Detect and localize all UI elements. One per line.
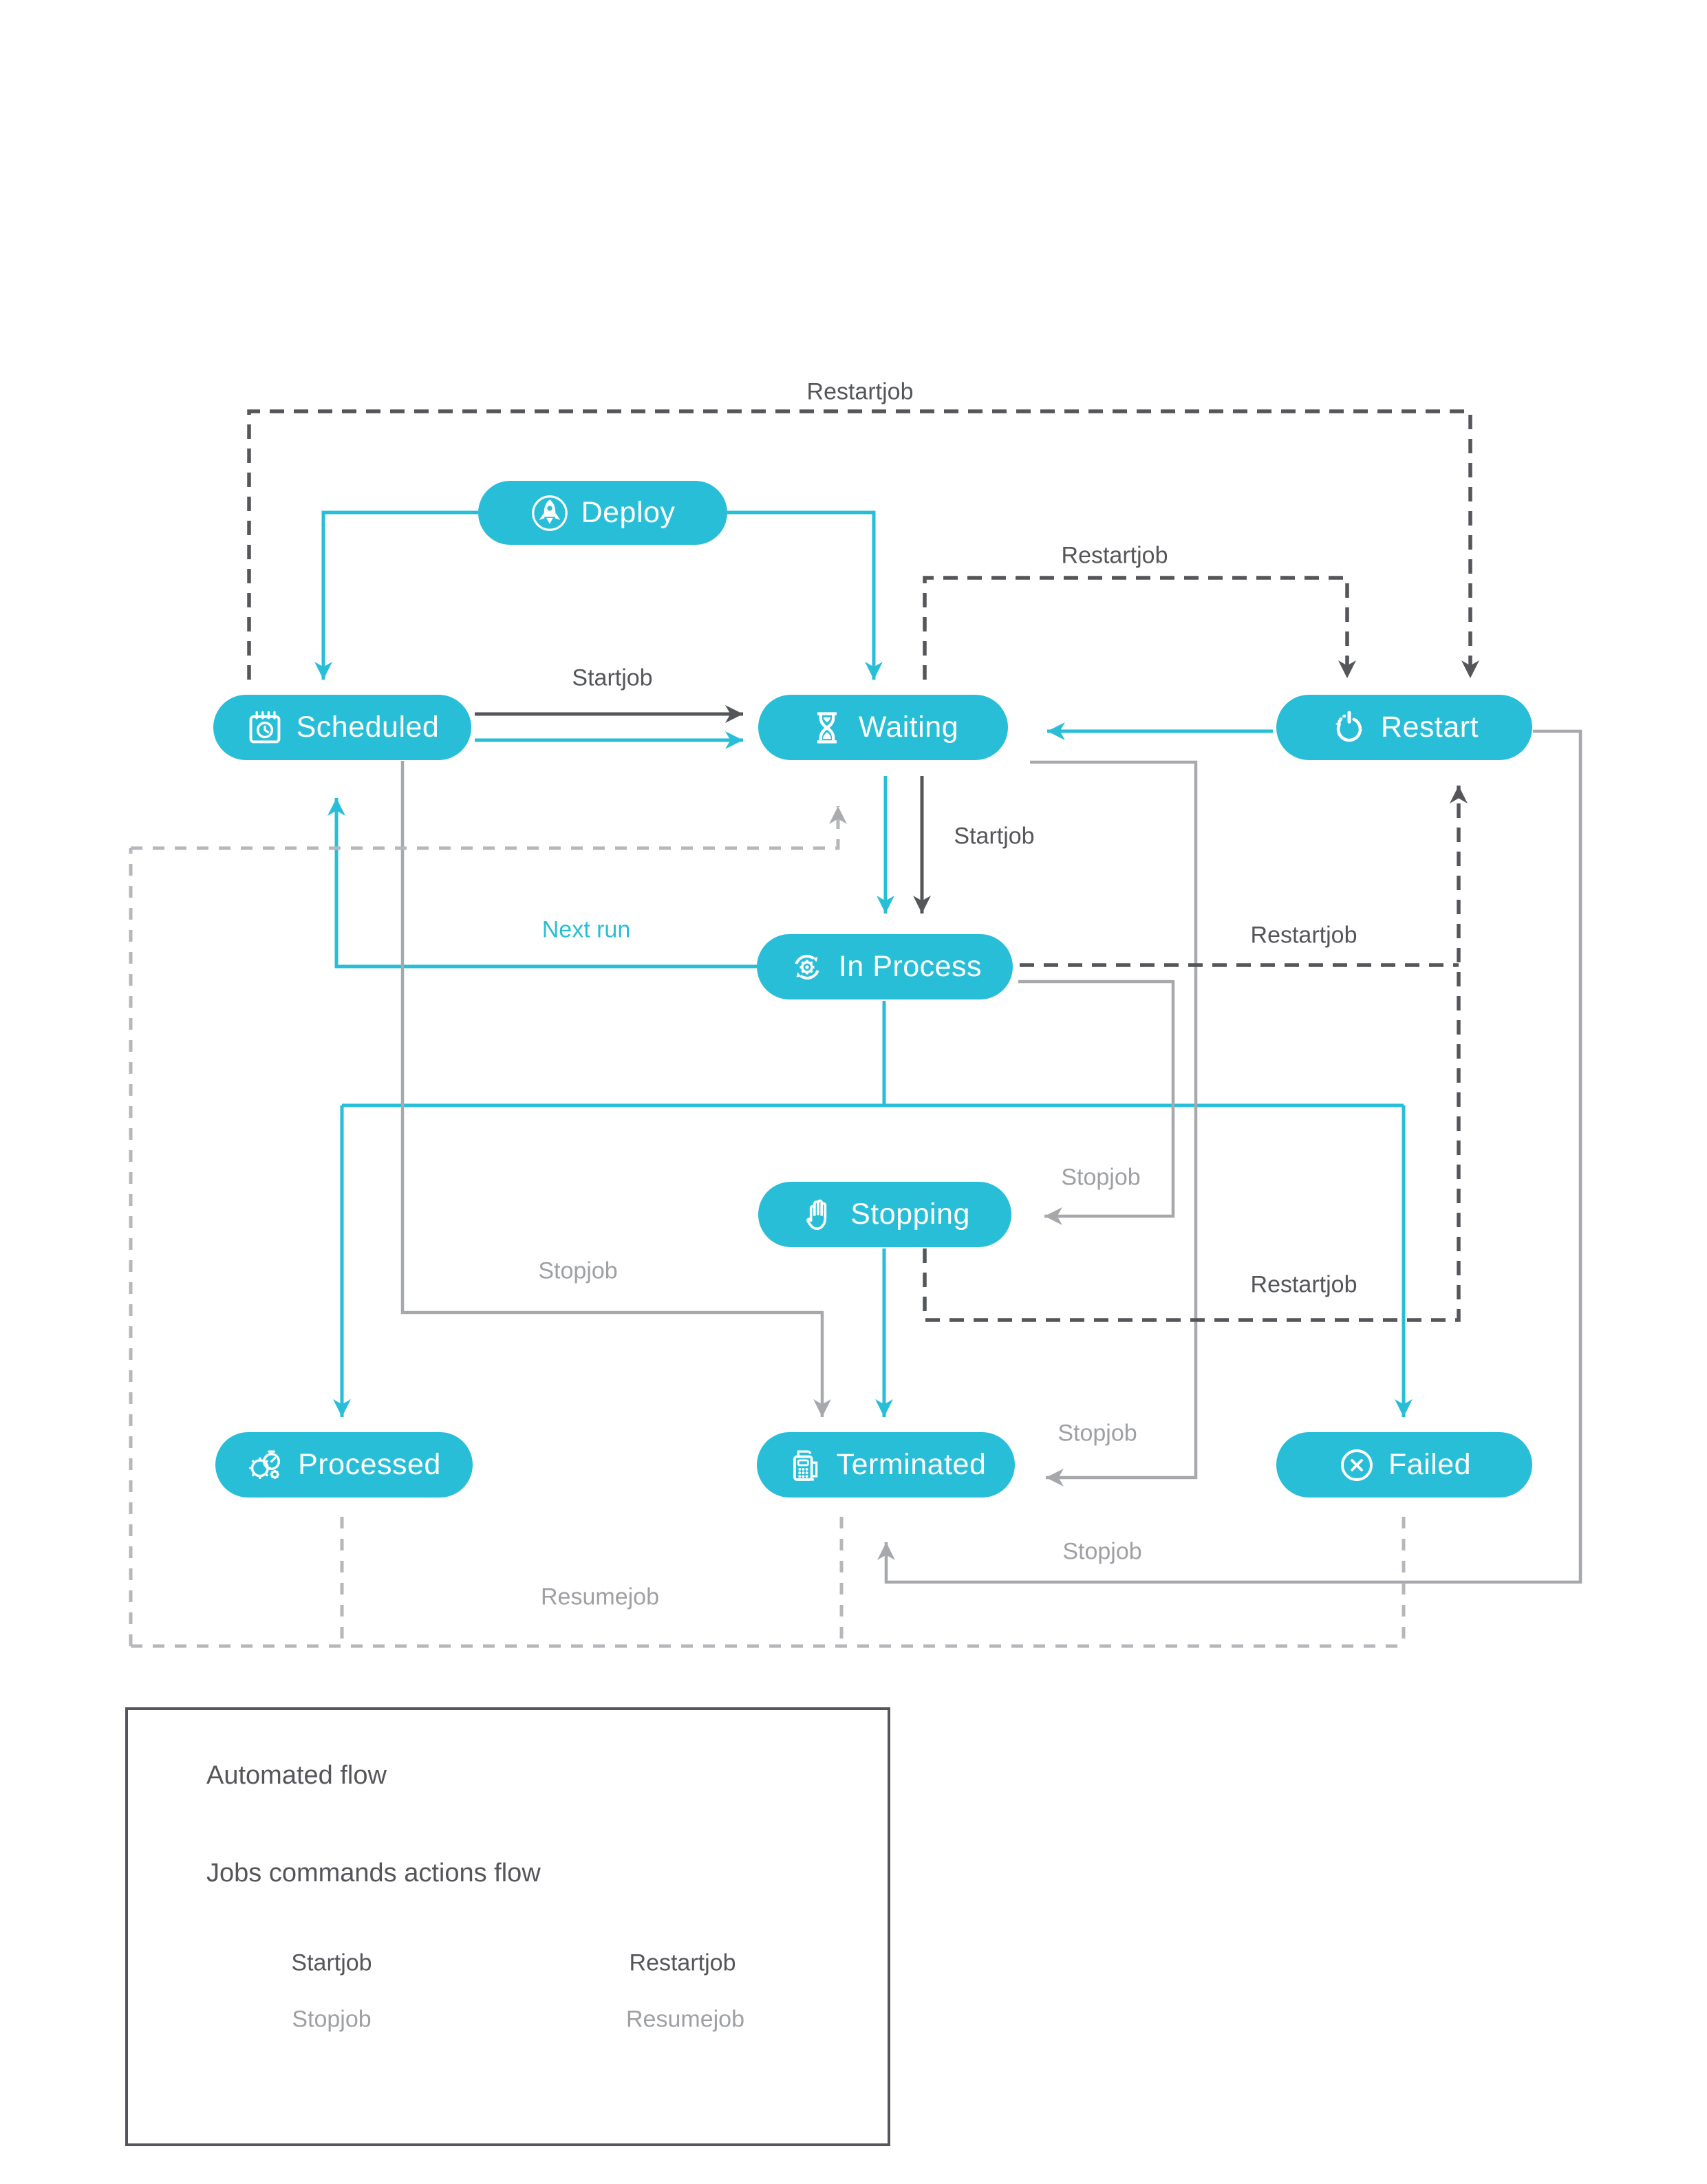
hand-icon	[799, 1196, 838, 1234]
terminal-icon	[786, 1446, 824, 1484]
legend-restartjob-label: Restartjob	[629, 1949, 736, 1976]
legend-box: Automated flow Jobs commands actions flo…	[125, 1707, 890, 2146]
edge-label-restartjob-inprocess: Restartjob	[1250, 922, 1357, 949]
edge-label-resumejob: Resumejob	[541, 1583, 659, 1610]
node-in-process-label: In Process	[838, 950, 983, 983]
edge-label-stopjob-restart: Stopjob	[1062, 1538, 1142, 1565]
node-waiting: Waiting	[758, 695, 1008, 760]
node-failed-label: Failed	[1388, 1448, 1472, 1481]
hourglass-icon	[808, 709, 846, 747]
edge-label-restartjob-waiting: Restartjob	[1061, 542, 1168, 569]
node-waiting-label: Waiting	[858, 711, 959, 744]
circle-x-icon	[1338, 1446, 1376, 1484]
edge-label-stopjob-scheduled: Stopjob	[538, 1257, 618, 1284]
node-processed-label: Processed	[298, 1448, 441, 1481]
gear-stopwatch-icon	[247, 1446, 286, 1484]
edge-label-startjob-scheduled: Startjob	[572, 664, 653, 691]
node-failed: Failed	[1276, 1432, 1532, 1498]
edge-label-restartjob-stopping: Restartjob	[1250, 1271, 1357, 1298]
gear-sync-icon	[788, 948, 826, 986]
node-in-process: In Process	[757, 934, 1013, 999]
edge-label-startjob-waiting: Startjob	[954, 823, 1035, 850]
legend-resumejob-label: Resumejob	[626, 2006, 744, 2033]
rocket-icon	[530, 494, 569, 532]
restart-icon	[1330, 709, 1368, 747]
legend-automated-flow-title: Automated flow	[206, 1761, 387, 1790]
node-restart-label: Restart	[1380, 711, 1479, 744]
node-deploy: Deploy	[478, 481, 727, 545]
node-terminated: Terminated	[757, 1432, 1015, 1498]
node-stopping: Stopping	[758, 1182, 1011, 1247]
node-restart: Restart	[1276, 695, 1532, 760]
node-scheduled: Scheduled	[213, 695, 471, 760]
edge-label-stopjob-terminated: Stopjob	[1058, 1420, 1137, 1447]
edge-label-restartjob-top: Restartjob	[806, 378, 914, 405]
node-scheduled-label: Scheduled	[296, 711, 440, 744]
node-processed: Processed	[215, 1432, 473, 1498]
calendar-icon	[246, 709, 284, 747]
edge-label-next-run: Next run	[541, 916, 631, 943]
legend-commands-flow-title: Jobs commands actions flow	[206, 1859, 541, 1888]
node-terminated-label: Terminated	[836, 1448, 987, 1481]
legend-startjob-label: Startjob	[291, 1949, 372, 1976]
node-deploy-label: Deploy	[581, 496, 676, 529]
legend-stopjob-label: Stopjob	[292, 2006, 372, 2033]
node-stopping-label: Stopping	[850, 1198, 970, 1231]
edge-label-stopjob-stopping: Stopjob	[1061, 1164, 1141, 1191]
